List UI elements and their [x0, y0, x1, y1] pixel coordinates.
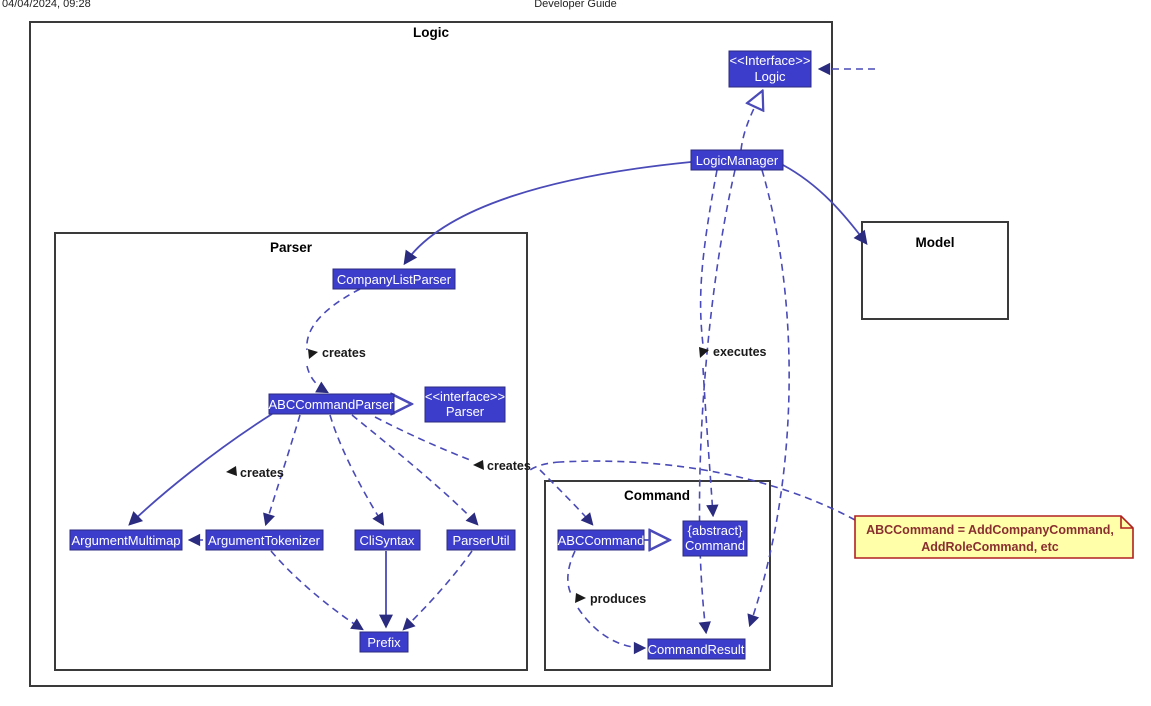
- relations: [130, 69, 875, 648]
- edge-abccommandparser-to-argumenttokenizer: [266, 414, 301, 524]
- edge-produces-tail: [577, 607, 644, 648]
- class-logic-interface[interactable]: <<Interface>> Logic: [728, 50, 812, 88]
- class-cli-syntax-name: CliSyntax: [360, 533, 415, 548]
- package-logic-title: Logic: [413, 25, 449, 40]
- class-command-result-name: CommandResult: [648, 642, 745, 657]
- edge-logicmanager-to-commandresult-inner: [699, 169, 736, 632]
- package-model: Model: [861, 221, 1009, 320]
- edge-labels: creates creates creates executes produce…: [226, 345, 767, 606]
- edge-abccommandparser-to-parserutil: [351, 414, 477, 524]
- produces-arrowhead: [575, 593, 586, 603]
- class-prefix-name: Prefix: [367, 635, 401, 650]
- edge-note-anchor: [559, 460, 856, 521]
- class-argument-multimap-name: ArgumentMultimap: [71, 533, 180, 548]
- edge-logicmanager-executes-command: [699, 169, 718, 346]
- page-header-center: Developer Guide: [534, 0, 617, 10]
- edge-argumenttokenizer-to-prefix: [270, 550, 362, 629]
- class-cli-syntax[interactable]: CliSyntax: [354, 529, 421, 551]
- label-creates-parser: creates: [322, 346, 366, 360]
- label-executes: executes: [713, 345, 767, 359]
- edge-creates-parser-tail: [306, 365, 327, 392]
- creates-command-arrowhead: [473, 460, 484, 470]
- class-abc-command-parser-name: ABCCommandParser: [269, 397, 395, 412]
- class-company-list-parser[interactable]: CompanyListParser: [332, 268, 456, 290]
- class-abstract-command-stereotype: {abstract}: [688, 523, 744, 538]
- class-abstract-command-name: Command: [685, 538, 745, 553]
- creates-left-arrowhead: [226, 466, 237, 476]
- edge-logicmanager-to-commandresult-right: [750, 169, 790, 625]
- edge-parserutil-to-prefix: [404, 550, 473, 629]
- creates-parser-arrowhead: [308, 349, 318, 359]
- class-parser-name: Parser: [446, 404, 485, 419]
- class-command-result[interactable]: CommandResult: [647, 638, 746, 660]
- edge-logicmanager-to-model: [782, 164, 866, 243]
- class-argument-tokenizer[interactable]: ArgumentTokenizer: [205, 529, 324, 551]
- edge-logicmanager-to-companylistparser: [405, 161, 692, 263]
- class-parser-stereotype: <<interface>>: [425, 389, 505, 404]
- note-line-2: AddRoleCommand, etc: [921, 540, 1059, 554]
- class-abc-command[interactable]: ABCCommand: [557, 529, 645, 551]
- edge-abccommand-produces-commandresult: [567, 550, 576, 597]
- label-creates-command: creates: [487, 459, 531, 473]
- class-argument-multimap[interactable]: ArgumentMultimap: [69, 529, 183, 551]
- class-parser-util[interactable]: ParserUtil: [446, 529, 516, 551]
- label-produces: produces: [590, 592, 646, 606]
- class-logic-name: Logic: [754, 69, 786, 84]
- class-parser-interface[interactable]: <<interface>> Parser: [424, 386, 506, 423]
- package-parser: Parser: [54, 232, 528, 671]
- class-parser-util-name: ParserUtil: [452, 533, 509, 548]
- class-logic-manager[interactable]: LogicManager: [690, 149, 784, 171]
- note-abc-command: ABCCommand = AddCompanyCommand, AddRoleC…: [854, 515, 1134, 559]
- class-argument-tokenizer-name: ArgumentTokenizer: [208, 533, 321, 548]
- class-abc-command-parser[interactable]: ABCCommandParser: [268, 393, 395, 415]
- class-abc-command-name: ABCCommand: [558, 533, 645, 548]
- class-logic-stereotype: <<Interface>>: [730, 53, 811, 68]
- edge-abccommandparser-creates-abccommand: [374, 416, 471, 461]
- executes-arrowhead: [699, 347, 709, 358]
- edge-abccommandparser-to-clisyntax: [329, 414, 383, 524]
- package-command-title: Command: [624, 488, 690, 503]
- label-creates-left: creates: [240, 466, 284, 480]
- class-logic-manager-name: LogicManager: [696, 153, 779, 168]
- package-model-title: Model: [916, 235, 955, 250]
- edge-abccommandparser-to-argumentmultimap: [130, 413, 273, 524]
- edge-creates-command-tail: [539, 469, 592, 524]
- edge-logicmanager-realizes-logic: [740, 92, 762, 151]
- class-prefix[interactable]: Prefix: [359, 631, 409, 653]
- class-company-list-parser-name: CompanyListParser: [337, 272, 452, 287]
- class-abstract-command[interactable]: {abstract} Command: [682, 520, 748, 557]
- package-parser-title: Parser: [270, 240, 313, 255]
- page-header-left: 04/04/2024, 09:28: [2, 0, 91, 10]
- note-line-1: ABCCommand = AddCompanyCommand,: [866, 523, 1114, 537]
- edge-note-anchor-2: [529, 461, 561, 471]
- edge-companylistparser-creates-abccommandparser: [306, 288, 361, 351]
